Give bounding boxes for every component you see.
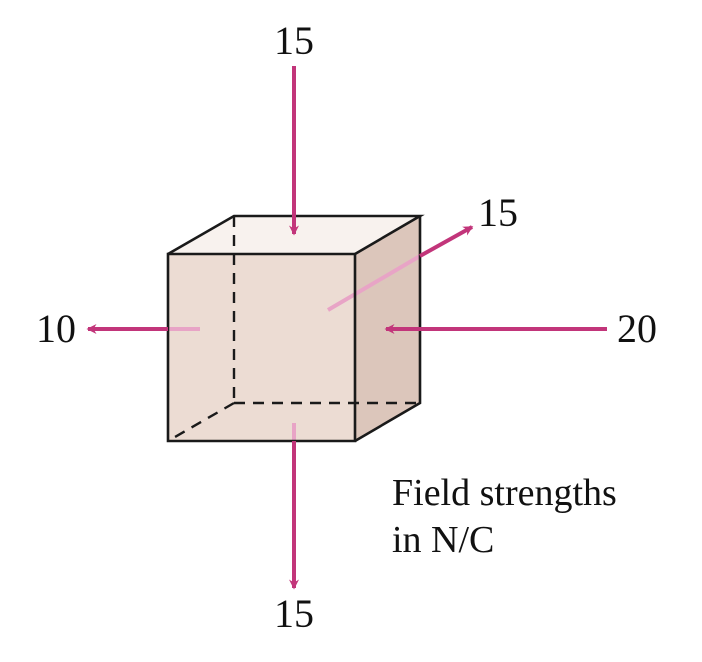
- cube-top-outline: [167, 214, 425, 256]
- field-arrows: [86, 66, 607, 590]
- cube: [166, 214, 425, 443]
- label-back-field: 15: [478, 190, 518, 235]
- label-right-field: 20: [617, 306, 657, 351]
- arrow-back-out-of-cube: [419, 225, 474, 258]
- label-bottom-field: 15: [274, 591, 314, 636]
- label-top-field: 15: [274, 18, 314, 63]
- cube-side-outline: [354, 216, 422, 443]
- caption-line-1: Field strengths: [392, 472, 617, 514]
- caption-line-2: in N/C: [392, 519, 494, 561]
- field-labels: 15 15 10 20 15: [36, 18, 657, 636]
- arrow-back-inner-segment: [326, 254, 422, 312]
- caption: Field strengths in N/C: [392, 472, 617, 561]
- label-left-field: 10: [36, 306, 76, 351]
- cube-hidden-edge-diagonal: [167, 401, 235, 443]
- cube-front-face: [168, 254, 355, 441]
